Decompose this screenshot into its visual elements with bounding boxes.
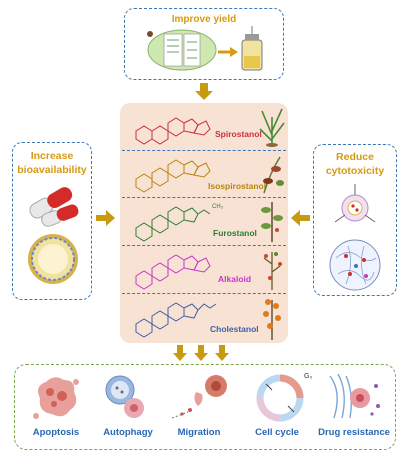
compound-row-isospirostanol: Isospirostanol [120,151,288,198]
compound-name-spirostanol: Spirostanol [215,129,262,139]
isospirostanol-structure [135,159,211,193]
drug-resistance-icon [329,373,380,419]
liposome-icon [28,234,78,284]
reduce-cytotoxicity-panel [313,144,397,296]
compound-name-isospirostanol: Isospirostanol [208,181,267,191]
plant-icon-2 [263,156,284,194]
outcomes-panel [14,364,396,450]
arrow-down-bottom-2 [194,345,208,361]
improve-yield-panel [124,8,284,80]
row-divider [122,245,286,246]
migration-icon [171,375,227,419]
plant-icon-5 [263,299,281,340]
compound-row-cholestanol: Cholestanol [120,294,288,341]
compound-name-alkaloid: Alkaloid [218,274,252,284]
outcome-label-apoptosis: Apoptosis [32,427,80,438]
reduce-cytotoxicity-title: Reduce cytotoxicity [325,151,385,177]
improve-yield-title: Improve yield [171,14,237,25]
outcome-label-drug-resistance: Drug resistance [318,427,390,438]
plant-icon-3 [261,202,283,242]
outcome-label-migration: Migration [177,427,221,438]
cell-cycle-icon [256,374,304,422]
outcome-label-autophagy: Autophagy [103,427,153,438]
micelle-icon [334,184,376,223]
arrow-right-left-panel [96,210,115,226]
row-divider [122,150,286,151]
row-divider [122,293,286,294]
plant-icon-4 [263,252,282,290]
cholestanol-structure [135,302,217,338]
outcome-label-cell-cycle: Cell cycle [255,427,299,438]
increase-bioavailability-panel [12,142,92,300]
apoptosis-icon [33,377,79,419]
autophagy-icon [105,375,144,418]
compound-row-spirostanol: Spirostanol [120,103,288,150]
spirostanol-structure [135,117,211,145]
alkaloid-structure [135,254,211,290]
row-divider [122,197,286,198]
increase-bioavailability-title: Increase bioavailability [17,150,87,176]
nanoparticle-network-icon [329,239,381,291]
g0-label: G₀ [304,373,313,380]
arrow-down-bottom-3 [215,345,229,361]
compound-row-alkaloid: Alkaloid [120,246,288,293]
compound-name-furostanol: Furostanol [213,228,257,238]
compound-row-furostanol: CH₃ Furostanol [120,198,288,245]
furostanol-structure [135,206,211,242]
compound-name-cholestanol: Cholestanol [210,324,259,334]
arrow-down-top [195,83,213,100]
capsule-icon [29,187,79,227]
compound-panel [120,103,288,343]
bioreactor-illustration [147,26,263,71]
ch3-label: CH₃ [212,204,224,210]
plant-icon-1 [259,108,285,147]
arrow-down-bottom-1 [173,345,187,361]
arrow-left-right-panel [291,210,310,226]
